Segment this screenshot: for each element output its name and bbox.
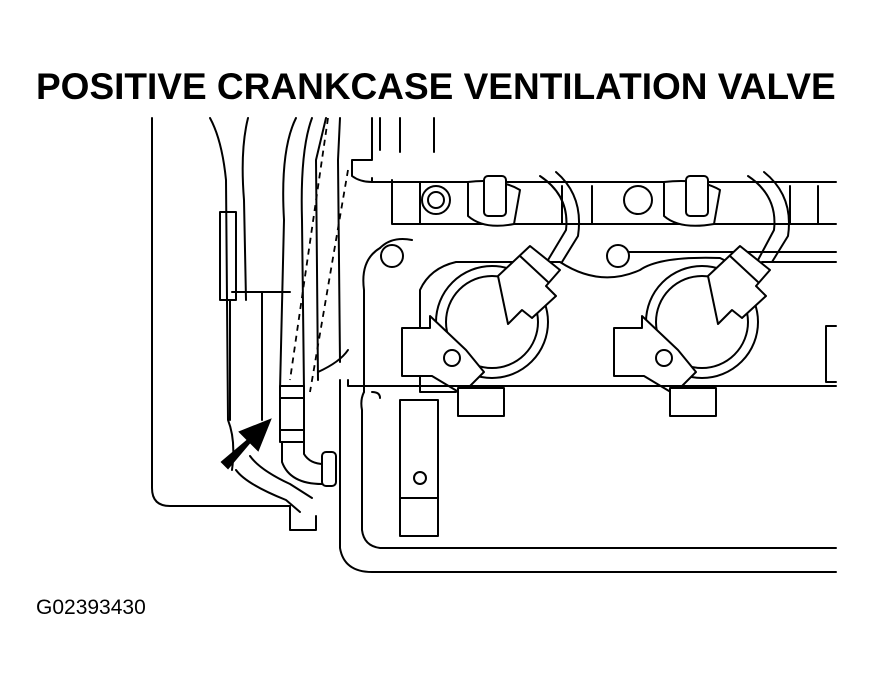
mounting-bracket [219, 211, 291, 421]
injector-2 [613, 245, 771, 417]
injector-1 [401, 245, 561, 417]
injector-connectors [467, 171, 790, 263]
head-bolts [421, 185, 653, 215]
lower-manifold [317, 349, 837, 573]
engine-cover-outline [151, 117, 317, 531]
pcv-valve [279, 385, 337, 487]
breather-hose [209, 117, 349, 471]
lower-hose [235, 455, 313, 513]
partial-component-right [825, 325, 837, 383]
figure-code: G02393430 [36, 596, 146, 619]
arrow-pointer-icon [220, 418, 272, 470]
diagram-title: POSITIVE CRANKCASE VENTILATION VALVE [36, 66, 836, 107]
